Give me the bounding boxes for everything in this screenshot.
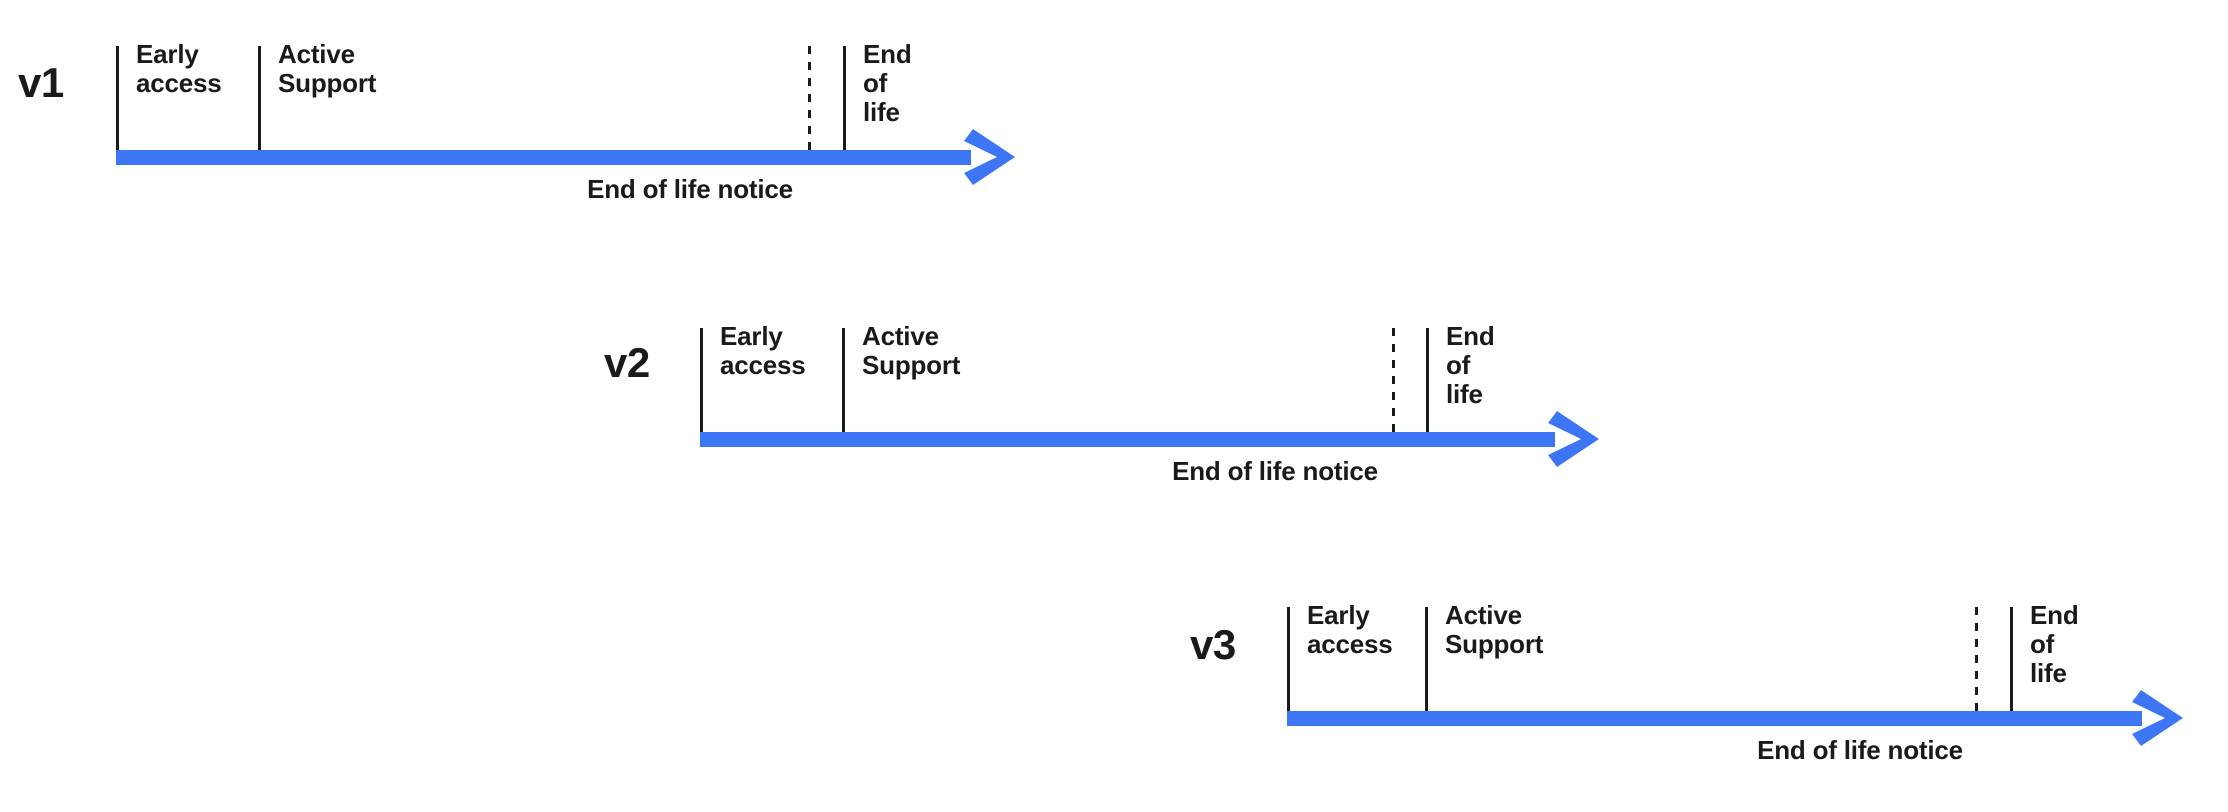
version-label: v1 <box>18 59 64 106</box>
lifecycle-arrow-shaft <box>700 432 1555 447</box>
phase-divider-tick <box>1426 328 1429 432</box>
end-of-life-notice-label: End of life notice <box>1757 735 1963 765</box>
end-of-life-notice-dashed-marker <box>1392 328 1395 432</box>
phase-label-early-access: Early access <box>1307 600 1393 659</box>
phase-divider-tick <box>843 46 846 150</box>
lifecycle-arrow-head-icon <box>1548 411 1599 467</box>
phase-divider-tick <box>1425 607 1428 711</box>
phase-divider-tick <box>1287 607 1290 711</box>
version-label: v2 <box>604 339 650 386</box>
phase-label-early-access: Early access <box>136 39 222 98</box>
phase-divider-tick <box>116 46 119 150</box>
version-label: v3 <box>1190 621 1236 668</box>
phase-divider-tick <box>258 46 261 150</box>
end-of-life-notice-dashed-marker <box>808 46 811 150</box>
lifecycle-arrow-head-icon <box>2132 690 2183 746</box>
lifecycle-arrow-shaft <box>1287 711 2142 726</box>
phase-divider-tick <box>2010 607 2013 711</box>
phase-divider-tick <box>842 328 845 432</box>
phase-label-early-access: Early access <box>720 321 806 380</box>
end-of-life-notice-label: End of life notice <box>587 174 793 204</box>
end-of-life-notice-dashed-marker <box>1975 607 1978 711</box>
phase-label-active-support: Active Support <box>278 39 377 98</box>
end-of-life-notice-label: End of life notice <box>1172 456 1378 486</box>
phase-label-active-support: Active Support <box>1445 600 1544 659</box>
phase-label-end-of-life: End of life <box>1446 321 1495 409</box>
phase-label-end-of-life: End of life <box>2030 600 2079 688</box>
phase-divider-tick <box>700 328 703 432</box>
lifecycle-arrow-head-icon <box>964 129 1015 185</box>
lifecycle-arrow-shaft <box>116 150 971 165</box>
phase-label-end-of-life: End of life <box>863 39 912 127</box>
phase-label-active-support: Active Support <box>862 321 961 380</box>
